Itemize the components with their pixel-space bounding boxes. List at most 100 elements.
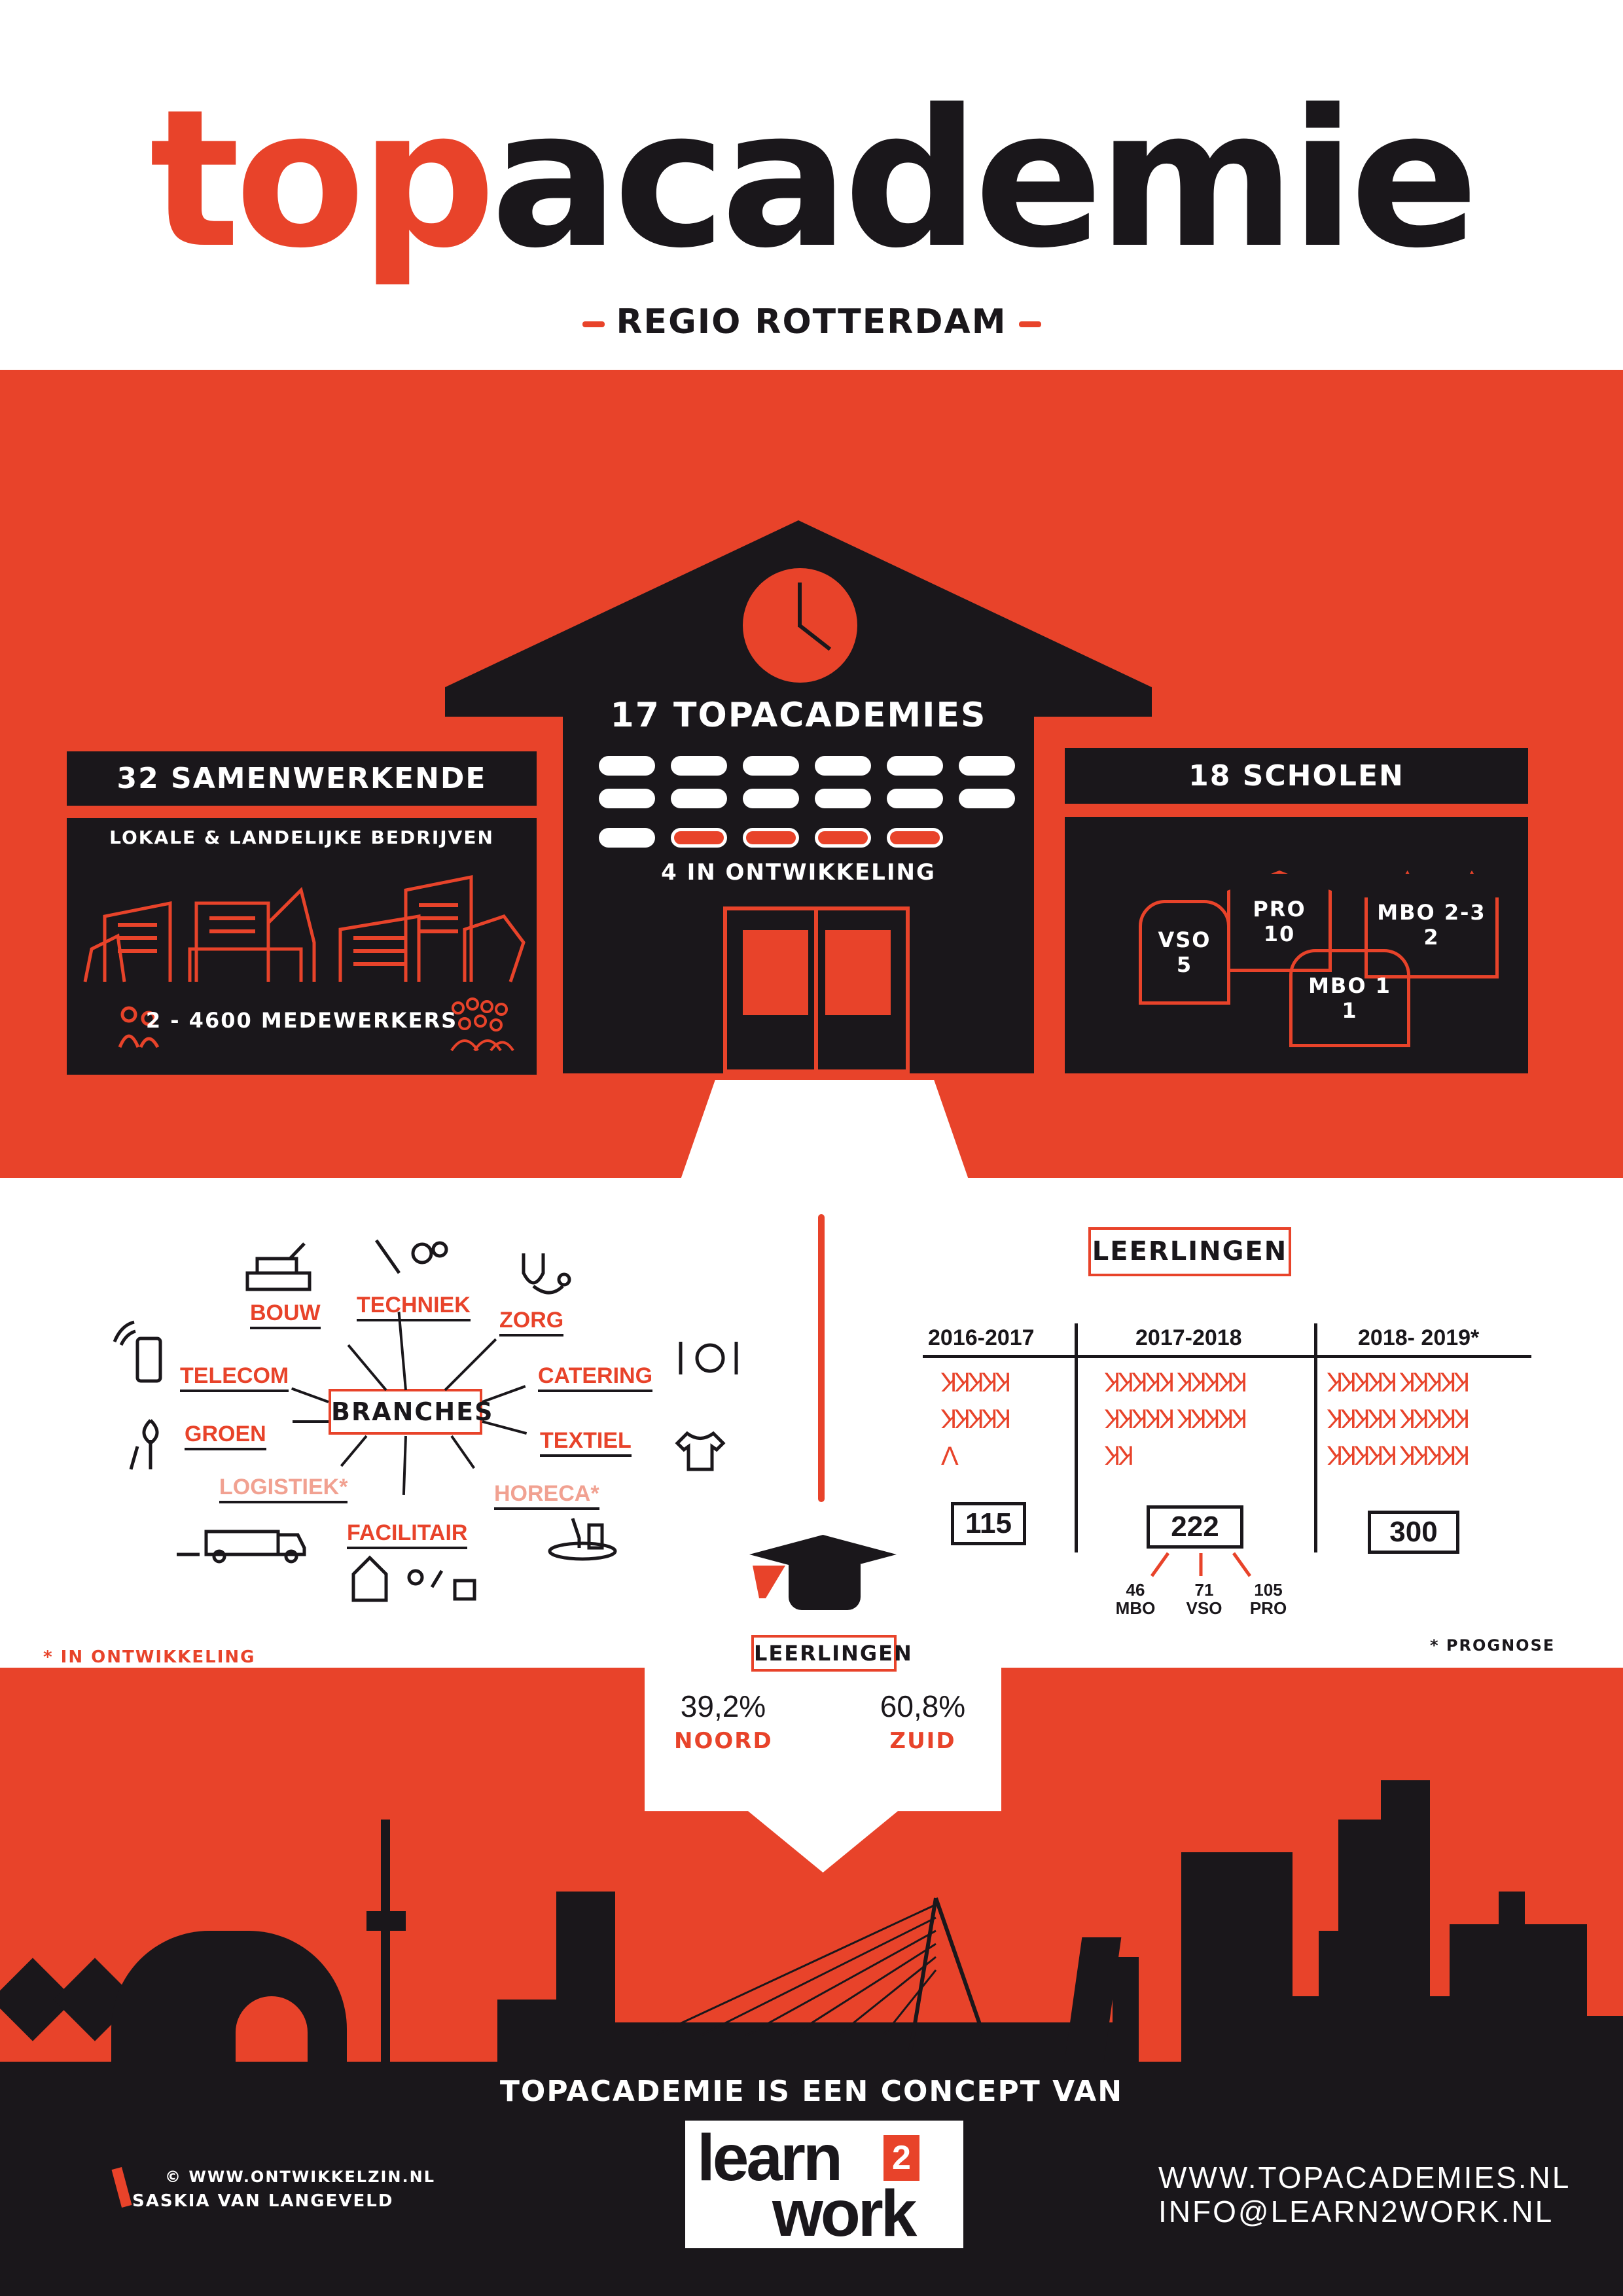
graduation-tassel <box>753 1566 785 1598</box>
credit-name: SASKIA VAN LANGEVELD <box>132 2191 394 2211</box>
door-window <box>825 930 891 1015</box>
branch-zorg: ZORG <box>499 1308 564 1336</box>
south-percentage: 60,8% <box>880 1689 966 1723</box>
logo-two-badge: 2 <box>883 2135 919 2181</box>
academy-pill <box>815 756 871 776</box>
table-header-line <box>923 1355 1531 1358</box>
pupil-figures-2017: ꞰꞰꞰꞰꞰ ꞰꞰꞰꞰꞰ ꞰꞰꞰꞰꞰ ꞰꞰꞰꞰꞰ ꞰꞰ <box>1105 1369 1248 1471</box>
branch-facilitair: FACILITAIR <box>347 1520 468 1549</box>
school-count: 2 <box>1423 924 1440 950</box>
topacademies-count: 17 TOPACADEMIES <box>610 696 987 735</box>
stethoscope-icon <box>522 1253 571 1295</box>
pupil-figures-2016: ꞰꞰꞰꞰꞰ ꞰꞰꞰꞰꞰ Ʌ <box>941 1369 1012 1471</box>
companies-panel <box>67 818 537 1075</box>
tools-icon <box>374 1239 448 1274</box>
academy-pill <box>671 756 727 776</box>
school-count: 1 <box>1342 998 1358 1023</box>
pupil-total-2018: 300 <box>1368 1511 1459 1554</box>
branches-center: BRANCHES <box>329 1389 492 1435</box>
academy-pill <box>959 789 1015 808</box>
subtitle: REGIO ROTTERDAM <box>0 302 1623 342</box>
branch-catering: CATERING <box>538 1363 653 1392</box>
people-crowd-icon <box>450 997 514 1052</box>
table-column-line <box>1075 1323 1078 1552</box>
pupil-total-2017: 222 <box>1147 1505 1243 1549</box>
website-link[interactable]: WWW.TOPACADEMIES.NL <box>1158 2161 1571 2195</box>
concept-text: TOPACADEMIE IS EEN CONCEPT VAN <box>499 2075 1124 2108</box>
tree-icon <box>129 1419 159 1470</box>
city-hall-icon <box>1450 1924 1587 2062</box>
branch-techniek: TECHNIEK <box>357 1293 471 1321</box>
door-window <box>743 930 808 1015</box>
academy-pill <box>887 756 943 776</box>
academy-pill <box>887 789 943 808</box>
schools-title: 18 SCHOLEN <box>1065 748 1528 804</box>
branch-textiel: TEXTIEL <box>540 1428 632 1457</box>
pupil-figures-2018: ꞰꞰꞰꞰꞰ ꞰꞰꞰꞰꞰ ꞰꞰꞰꞰꞰ ꞰꞰꞰꞰꞰ ꞰꞰꞰꞰꞰ ꞰꞰꞰꞰꞰ <box>1327 1369 1471 1471</box>
academy-pill-dev <box>743 828 799 848</box>
forecast-note: * PROGNOSE <box>1430 1636 1556 1655</box>
bridge-deck <box>615 2022 1139 2068</box>
school-name: PRO <box>1253 896 1306 922</box>
academy-pill <box>599 828 655 848</box>
drinks-icon <box>548 1518 617 1561</box>
academy-pill-dev <box>671 828 727 848</box>
euromast-platform <box>366 1911 406 1931</box>
branch-groen: GROEN <box>185 1422 266 1450</box>
school-name: VSO <box>1158 927 1211 952</box>
academy-pill <box>743 789 799 808</box>
south-label: ZUID <box>889 1728 956 1754</box>
branch-logistiek: LOGISTIEK* <box>219 1475 348 1503</box>
building-icon <box>1113 1957 1139 2062</box>
year-label: 2018- 2019* <box>1358 1325 1480 1350</box>
year-label: 2017-2018 <box>1135 1325 1242 1350</box>
pupils-title: LEERLINGEN <box>1088 1227 1291 1276</box>
academy-pill <box>959 756 1015 776</box>
phone-icon <box>113 1320 162 1383</box>
building-icon <box>497 2000 556 2068</box>
branch-horeca: HORECA* <box>494 1481 599 1510</box>
page-title: topacademie <box>0 85 1623 275</box>
graduation-cap-body <box>789 1564 861 1610</box>
logo-learn-text: learn <box>697 2121 843 2195</box>
tshirt-icon <box>675 1431 726 1471</box>
band-notch <box>681 1080 969 1179</box>
school-count: 10 <box>1263 921 1296 946</box>
school-count: 5 <box>1176 952 1193 977</box>
building-icon <box>556 1892 615 2068</box>
building-icon <box>1181 1852 1230 2062</box>
dash-right <box>1018 321 1041 327</box>
pupil-total-2016: 115 <box>951 1502 1026 1545</box>
academy-pill <box>599 789 655 808</box>
city-hall-tower <box>1499 1892 1525 1931</box>
credit-website[interactable]: © WWW.ONTWIKKELZIN.NL <box>165 2168 435 2186</box>
cutlery-icon <box>679 1342 738 1374</box>
truck-icon <box>177 1530 306 1564</box>
markthal-icon <box>111 1931 347 2068</box>
breakdown-lines <box>1150 1552 1252 1577</box>
academy-pill <box>815 789 871 808</box>
section-divider <box>818 1214 825 1502</box>
academy-pill <box>599 756 655 776</box>
facility-icons <box>351 1555 476 1602</box>
companies-subtitle: LOKALE & LANDELIJKE BEDRIJVEN <box>109 827 494 848</box>
academy-pill <box>671 789 727 808</box>
logo-work-text: work <box>772 2177 917 2250</box>
academy-pill-dev <box>887 828 943 848</box>
companies-title: 32 SAMENWERKENDE BEDRIJVEN <box>67 751 537 850</box>
pupils-split-label: LEERLINGEN <box>751 1635 912 1672</box>
table-column-line <box>1314 1323 1317 1552</box>
building-icon <box>1584 2016 1623 2062</box>
title-part-academie: academie <box>490 69 1479 290</box>
erasmus-bridge-icon <box>654 1897 990 2056</box>
clock-icon <box>743 568 857 683</box>
north-label: NOORD <box>674 1728 773 1754</box>
school-name: MBO 2-3 <box>1377 899 1486 925</box>
people-small-icon <box>118 1006 160 1049</box>
email-link[interactable]: INFO@LEARN2WORK.NL <box>1158 2195 1554 2229</box>
